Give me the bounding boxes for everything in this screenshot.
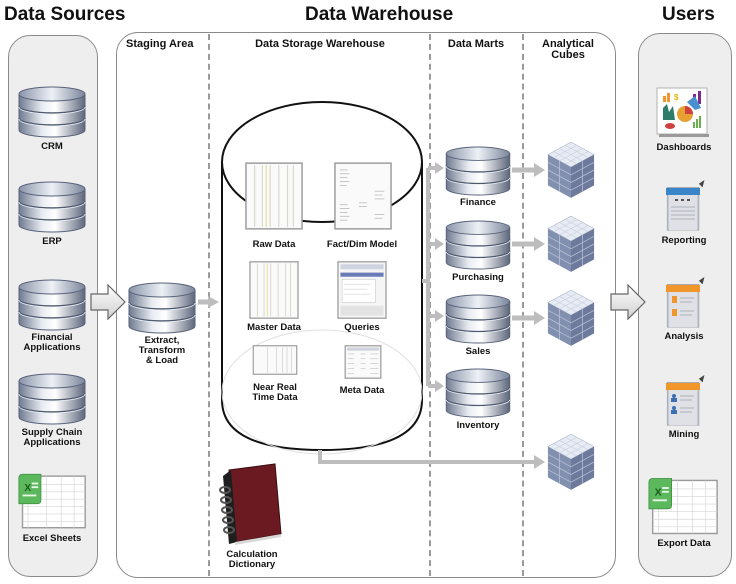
- arrows-storage-to-marts: [422, 166, 436, 388]
- database-icon: [444, 368, 512, 418]
- user-label: Export Data: [657, 538, 711, 549]
- database-icon: [444, 146, 512, 196]
- data-source-label-line2: Applications: [23, 342, 81, 353]
- staging-label-line3: & Load: [145, 355, 179, 366]
- document-thumbnail-icon: [334, 158, 392, 234]
- analytical-cube-icon: [546, 214, 596, 274]
- column-header-data-storage: Data Storage Warehouse: [255, 38, 385, 50]
- database-icon: [444, 294, 512, 344]
- title-data-warehouse: Data Warehouse: [305, 4, 454, 25]
- user-label: Dashboards: [656, 142, 712, 153]
- database-icon: [127, 282, 197, 334]
- database-icon: [17, 279, 87, 331]
- document-thumbnail-icon: [245, 158, 303, 234]
- storage-item-label: Meta Data: [339, 385, 385, 396]
- storage-cylinder-top: [221, 101, 423, 223]
- storage-item-label: Master Data: [247, 322, 301, 333]
- data-source-label-line2: Applications: [23, 437, 81, 448]
- svg-text:$: $: [674, 93, 679, 102]
- database-icon: [444, 220, 512, 270]
- arrow-storage-to-cube: [318, 450, 545, 469]
- title-users: Users: [662, 4, 715, 25]
- data-source-label-line1: Supply Chain: [21, 427, 83, 438]
- dashboard-icon: $: [656, 87, 709, 137]
- arrows-marts-to-cubes: [512, 163, 545, 325]
- storage-item-label: Queries: [344, 322, 380, 333]
- divider-marts-cubes: [522, 34, 524, 576]
- user-label: Mining: [668, 429, 700, 440]
- document-thumbnail-icon: [341, 345, 385, 379]
- document-thumbnail-icon: [246, 261, 302, 319]
- report-icon: [666, 180, 706, 232]
- data-source-label: Supply Chain Applications: [22, 428, 83, 448]
- data-source-label-line1: Financial: [31, 332, 73, 343]
- staging-label: Extract, Transform & Load: [139, 336, 185, 366]
- data-source-label: ERP: [42, 236, 62, 247]
- data-source-label: CRM: [41, 141, 63, 152]
- staging-label-line2: Transform: [138, 345, 186, 356]
- storage-item-label: Near Real Time Data: [252, 383, 297, 403]
- data-mart-label: Finance: [460, 197, 496, 208]
- calculation-dictionary-label-line1: Calculation: [226, 549, 278, 560]
- title-data-sources: Data Sources: [4, 4, 126, 25]
- staging-label-line1: Extract,: [144, 335, 180, 346]
- column-header-data-marts: Data Marts: [447, 38, 505, 50]
- arrow-staging-to-storage: [198, 296, 219, 308]
- user-label: Reporting: [661, 235, 707, 246]
- spreadsheet-icon: [17, 472, 87, 530]
- spreadsheet-icon: [647, 476, 719, 536]
- user-label: Analysis: [664, 331, 704, 342]
- data-source-label: Financial Applications: [23, 333, 80, 353]
- notebook-icon: [219, 463, 282, 545]
- arrow-sources-to-warehouse-icon: [90, 284, 126, 320]
- storage-item-label-line2: Time Data: [252, 392, 298, 403]
- analytical-cube-icon: [546, 432, 596, 492]
- calculation-dictionary-label: Calculation Dictionary: [226, 550, 277, 570]
- data-source-label: Excel Sheets: [22, 533, 82, 544]
- analytical-cube-icon: [546, 288, 596, 348]
- data-mart-label: Sales: [465, 346, 491, 357]
- storage-item-label: Raw Data: [252, 239, 296, 250]
- column-header-analytical-cubes-line1: Analytical: [542, 38, 594, 50]
- document-thumbnail-icon: [246, 345, 304, 375]
- database-icon: [17, 181, 87, 233]
- analytical-cube-icon: [546, 140, 596, 200]
- column-header-analytical-cubes: Analytical Cubes: [526, 39, 610, 61]
- analysis-icon: [666, 277, 706, 329]
- storage-item-label: Fact/Dim Model: [326, 239, 398, 250]
- arrowheads-storage-to-marts: [435, 162, 444, 392]
- screenshot-thumbnail-icon: [334, 261, 390, 319]
- data-mart-label: Inventory: [456, 420, 500, 431]
- database-icon: [17, 86, 87, 138]
- arrow-warehouse-to-users-icon: [610, 284, 646, 320]
- column-header-staging-area: Staging Area: [126, 38, 194, 50]
- calculation-dictionary-label-line2: Dictionary: [228, 559, 276, 570]
- mining-icon: [666, 375, 706, 427]
- column-header-analytical-cubes-line2: Cubes: [551, 49, 585, 61]
- database-icon: [17, 373, 87, 425]
- storage-item-label-line1: Near Real: [253, 382, 297, 393]
- data-mart-label: Purchasing: [452, 272, 504, 283]
